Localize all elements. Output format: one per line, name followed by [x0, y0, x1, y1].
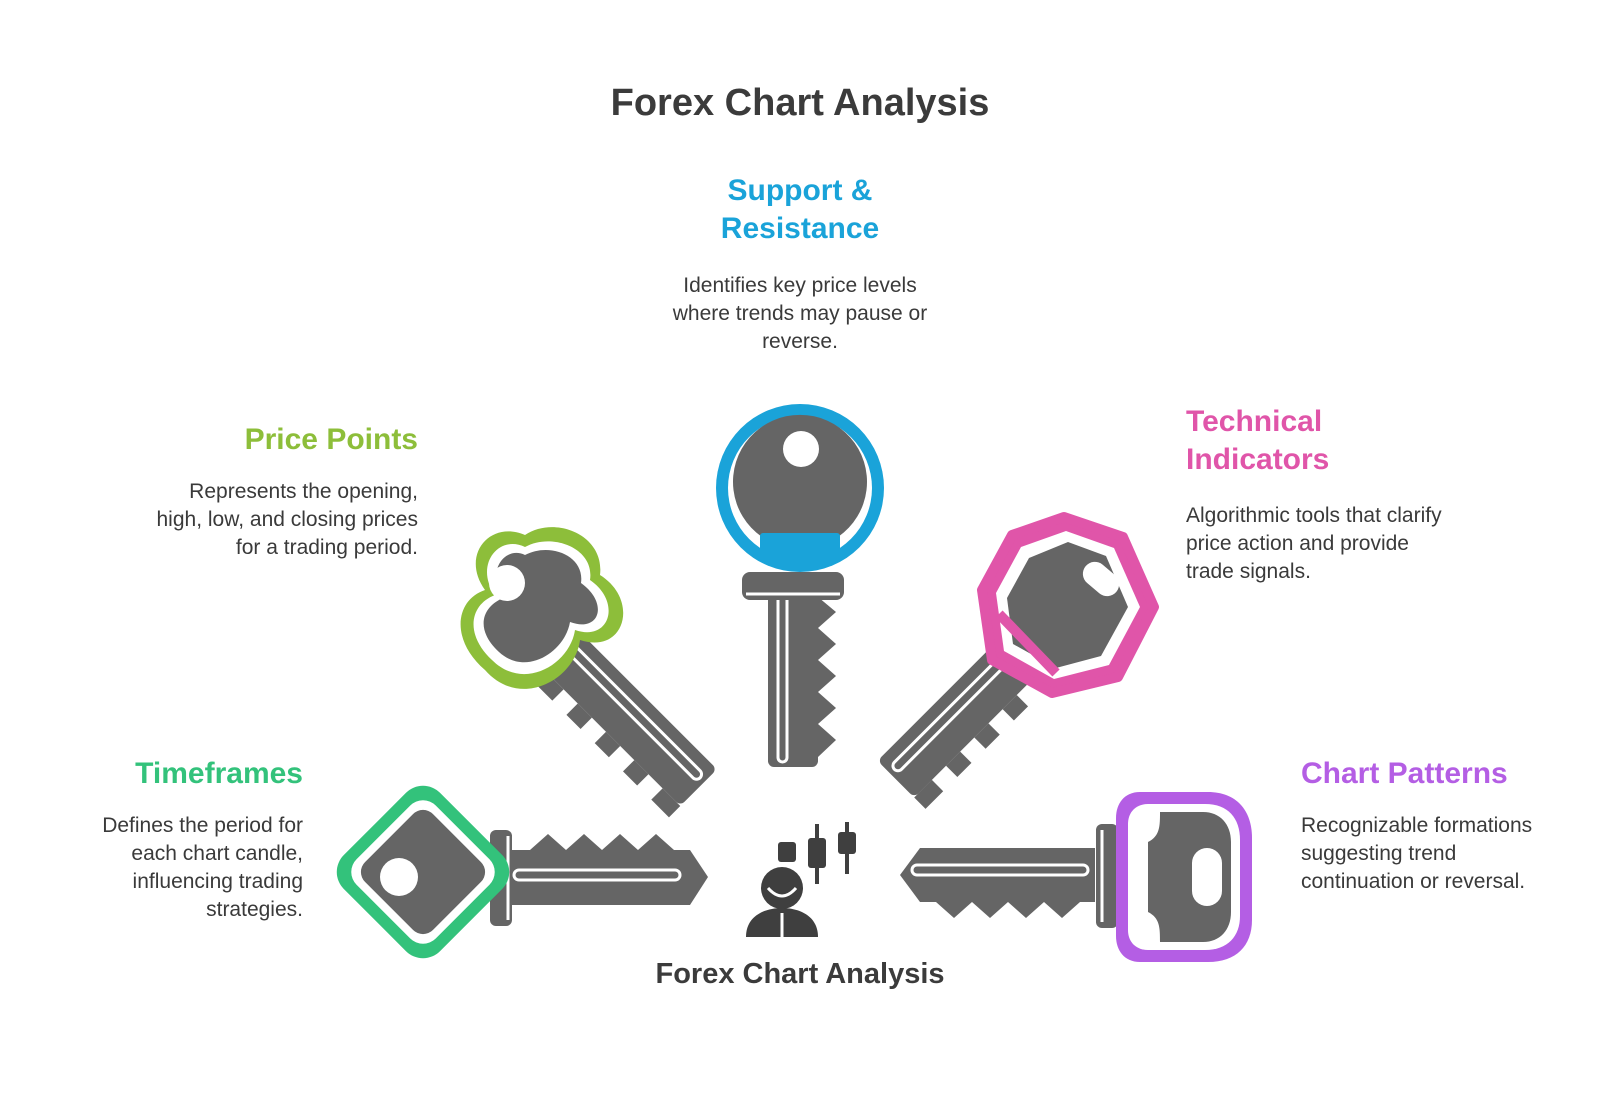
technical-indicators-description: Algorithmic tools that clarify price act… [1186, 504, 1442, 583]
price-points-description: Represents the opening, high, low, and c… [156, 480, 419, 559]
key-chart-patterns [900, 792, 1252, 962]
page-title: Forex Chart Analysis [610, 82, 990, 124]
chart-patterns-description: Recognizable formations suggesting trend… [1301, 814, 1533, 893]
chart-patterns-title: Chart Patterns [1301, 757, 1508, 790]
key-technical-indicators-head [977, 512, 1159, 698]
price-points-title: Price Points [244, 423, 418, 456]
key-timeframes [336, 785, 708, 959]
key-support-resistance [716, 404, 884, 767]
technical-indicators-title: Technical Indicators [1186, 405, 1330, 476]
trader-candlestick-icon [746, 822, 856, 937]
key-price-points-head [460, 527, 624, 689]
support-resistance-title: Support & Resistance [720, 174, 880, 245]
timeframes-description: Defines the period for each chart candle… [102, 814, 303, 921]
center-label: Forex Chart Analysis [655, 958, 945, 990]
support-resistance-description: Identifies key price levels where trends… [672, 274, 928, 353]
timeframes-title: Timeframes [135, 757, 303, 790]
